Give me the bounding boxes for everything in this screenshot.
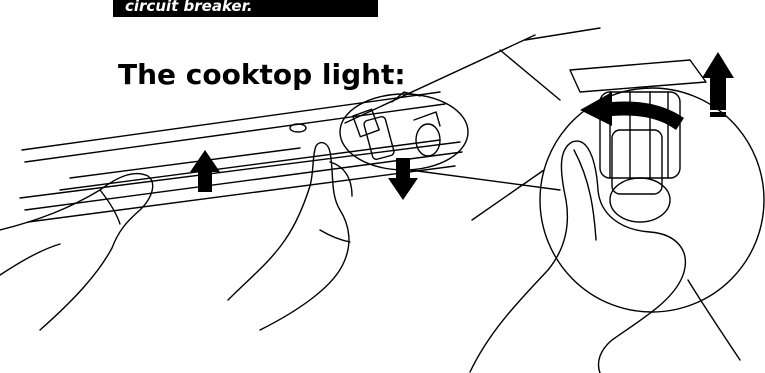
hood-panel <box>20 28 600 222</box>
up-arrow-detail-icon <box>702 52 734 117</box>
down-arrow-icon <box>388 158 418 200</box>
middle-hand <box>228 143 352 330</box>
up-arrow-icon <box>190 150 220 192</box>
